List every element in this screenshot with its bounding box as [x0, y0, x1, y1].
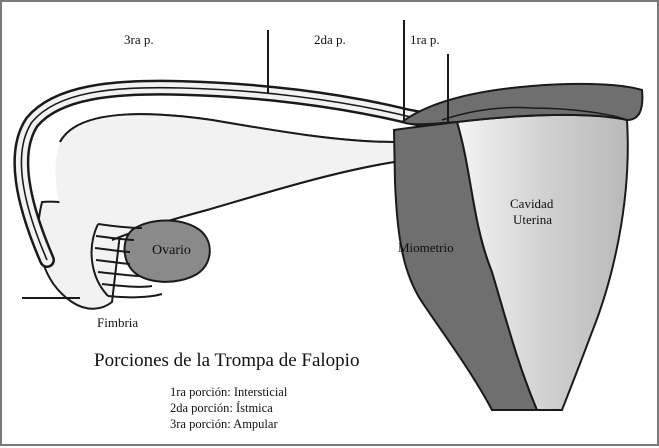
tube-inner-loop-shade [55, 114, 394, 242]
myometrium-label: Miometrio [398, 240, 454, 255]
uterine-cavity-label-line1: Cavidad [510, 196, 553, 211]
diagram-title: Porciones de la Trompa de Falopio [94, 350, 359, 372]
legend-item-second: 2da porción: Ístmica [170, 400, 273, 416]
ovary-label: Ovario [152, 243, 191, 258]
fimbria-label: Fimbria [97, 315, 138, 330]
segment-label-first: 1ra p. [410, 32, 440, 47]
segment-label-third: 3ra p. [124, 32, 154, 47]
legend-item-third: 3ra porción: Ampular [170, 416, 278, 432]
legend-item-first: 1ra porción: Intersticial [170, 384, 287, 400]
segment-label-second: 2da p. [314, 32, 346, 47]
uterine-cavity-label-line2: Uterina [513, 212, 552, 227]
